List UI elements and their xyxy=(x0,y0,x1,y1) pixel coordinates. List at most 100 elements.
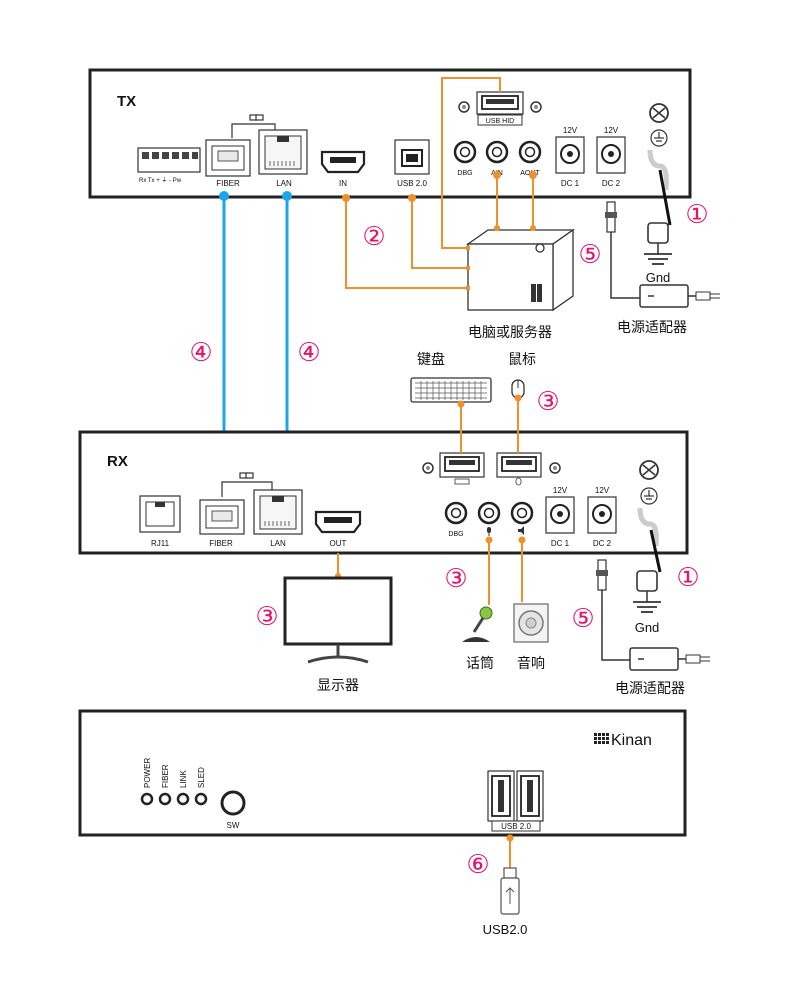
tx-terminal-label: Rx Tx + ⏚ - Pw xyxy=(139,177,182,184)
tx-fiber-label: FIBER xyxy=(216,179,240,188)
tx-dc1-label: DC 1 xyxy=(561,179,580,188)
speaker-small-icon xyxy=(518,526,524,535)
rx-input-cables xyxy=(460,398,519,453)
marker-6: ⑥ xyxy=(466,850,489,880)
led-power-label: POWER xyxy=(143,758,152,788)
marker-4-fiber: ④ xyxy=(189,338,212,368)
front-chassis xyxy=(78,709,687,837)
rx-dc1-label: DC 1 xyxy=(551,539,570,548)
monitor-label: 显示器 xyxy=(317,678,359,694)
tx-dc2-label: DC 2 xyxy=(602,179,621,188)
tx-usb-hid-port: USB HID xyxy=(458,91,542,126)
led-link: LINK xyxy=(176,770,190,806)
computer-server-icon: 电脑或服务器 xyxy=(465,228,576,341)
sw-label: SW xyxy=(227,821,240,830)
monitor-icon: 显示器 xyxy=(283,553,393,694)
tx-gnd-label: Gnd xyxy=(646,270,671,285)
rx-dbg-label: DBG xyxy=(448,531,463,538)
led-fiber: FIBER xyxy=(158,764,172,806)
tx-lan-label: LAN xyxy=(276,179,292,188)
keyboard-icon: 键盘 xyxy=(410,351,492,403)
marker-1-rx: ① xyxy=(676,563,699,593)
keyboard-small-icon xyxy=(454,478,470,485)
mouse-small-icon xyxy=(515,477,522,486)
rx-power-adapter: 电源适配器 xyxy=(596,559,710,697)
rx-adapter-label: 电源适配器 xyxy=(615,681,685,697)
rx-audio-cables xyxy=(488,538,523,605)
tx-usb-hid-label: USB HID xyxy=(486,118,514,125)
marker-5-tx: ⑤ xyxy=(578,240,601,270)
rx-dc2-jack: 12V DC 2 xyxy=(587,486,617,548)
tx-aout-jack: AOUT xyxy=(518,140,542,177)
rx-input-cable-ends xyxy=(457,394,522,408)
rx-fiber-port: FIBER xyxy=(199,499,245,548)
tx-power-adapter: 电源适配器 xyxy=(605,201,720,336)
rx-chassis xyxy=(78,430,689,555)
rx-dc1-jack: 12V DC 1 xyxy=(545,486,575,548)
mouse-icon: 鼠标 xyxy=(508,352,536,399)
mic-label: 话筒 xyxy=(466,655,494,672)
tx-usb20-port: USB 2.0 xyxy=(394,139,430,188)
front-usb-label: USB 2.0 xyxy=(501,822,531,831)
keyboard-label: 键盘 xyxy=(417,351,445,368)
rx-panel: RX RJ11 FIBER xyxy=(78,430,689,555)
usb-drive-label: USB2.0 xyxy=(483,922,528,937)
tx-dc1-jack: 12V DC 1 xyxy=(555,126,585,188)
tx-hdmi-in-port: IN xyxy=(320,150,366,188)
led-sled: SLED xyxy=(194,767,208,806)
tx-ground-screw-icon xyxy=(649,103,669,147)
rx-usb-ports xyxy=(422,452,561,486)
led-fiber-label: FIBER xyxy=(161,764,170,788)
tx-cable-endpoints xyxy=(342,171,537,231)
rx-hdmi-out-port: OUT xyxy=(314,510,362,548)
tx-chassis xyxy=(88,68,692,199)
marker-4-lan: ④ xyxy=(297,338,320,368)
kinan-logo: Kinan xyxy=(594,732,652,749)
tx-terminal-block: Rx Tx + ⏚ - Pw xyxy=(137,147,201,184)
speaker-label: 音响 xyxy=(517,655,545,672)
tx-dc1-voltage: 12V xyxy=(563,126,578,135)
brand-label: Kinan xyxy=(611,732,652,749)
rx-dbg-jack: DBG xyxy=(444,501,468,538)
rx-mic-jack xyxy=(477,501,501,536)
tx-title: TX xyxy=(117,93,136,110)
front-panel: Kinan POWER FIBER LINK SLED SW xyxy=(78,709,687,837)
sw-button[interactable]: SW xyxy=(220,790,246,830)
mouse-label: 鼠标 xyxy=(508,352,536,368)
rx-dc1-voltage: 12V xyxy=(553,486,568,495)
rx-title: RX xyxy=(107,453,128,470)
tx-adapter-label: 电源适配器 xyxy=(617,320,687,336)
tx-dbg-jack: DBG xyxy=(453,140,477,177)
led-sled-label: SLED xyxy=(197,767,206,788)
microphone-icon: 话筒 xyxy=(462,606,494,672)
rx-ground-wire: Gnd xyxy=(633,507,662,635)
rx-fiber-label: FIBER xyxy=(209,539,233,548)
rx-lan-port: LAN xyxy=(253,489,303,548)
usb-drive-icon: USB2.0 xyxy=(483,834,528,937)
rx-audio-cable-ends xyxy=(485,536,526,544)
marker-3-monitor: ③ xyxy=(255,602,278,632)
tx-orange-cables xyxy=(345,77,534,289)
marker-1-tx: ① xyxy=(685,200,708,230)
led-link-label: LINK xyxy=(179,770,188,788)
speaker-icon: 音响 xyxy=(513,603,549,672)
tx-ground-wire: Gnd xyxy=(644,149,672,285)
rx-lan-label: LAN xyxy=(270,539,286,548)
rx-rj11-label: RJ11 xyxy=(151,539,170,548)
computer-label: 电脑或服务器 xyxy=(468,325,552,341)
tx-dc2-jack: 12V DC 2 xyxy=(596,126,626,188)
tx-panel: TX Rx Tx + ⏚ - Pw FIBER xyxy=(88,68,692,199)
tx-dbg-label: DBG xyxy=(457,170,472,177)
rx-speaker-jack xyxy=(510,501,534,535)
rx-ground-screw-icon xyxy=(639,460,659,505)
marker-2: ② xyxy=(362,222,385,252)
front-usb-ports: USB 2.0 xyxy=(487,770,544,832)
rx-gnd-label: Gnd xyxy=(635,620,660,635)
rx-rj11-port: RJ11 xyxy=(139,495,181,548)
rx-dc2-label: DC 2 xyxy=(593,539,612,548)
tx-lan-port: LAN xyxy=(258,129,308,188)
tx-dc2-voltage: 12V xyxy=(604,126,619,135)
rx-out-label: OUT xyxy=(330,539,347,548)
tx-in-label: IN xyxy=(339,179,347,188)
